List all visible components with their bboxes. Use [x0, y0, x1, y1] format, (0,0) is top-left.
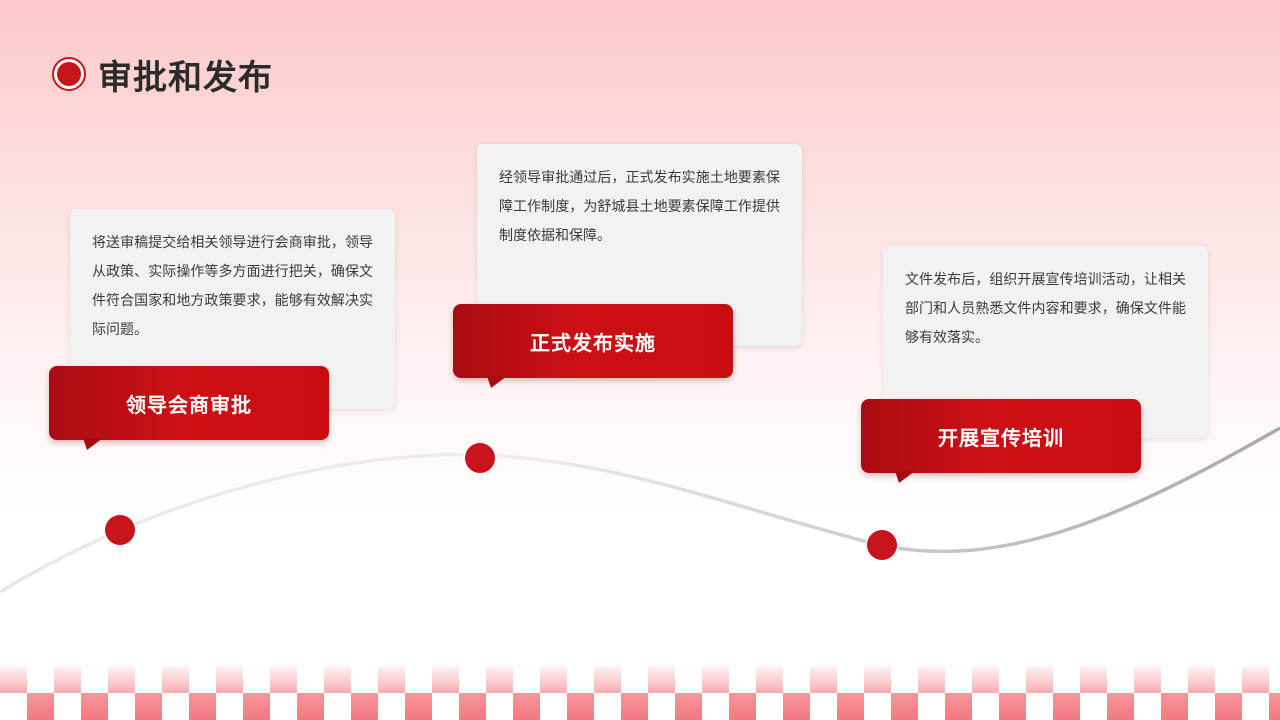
- checker-square: [162, 666, 189, 693]
- checker-square: [108, 666, 135, 693]
- checker-square: [810, 666, 837, 693]
- checker-square: [972, 666, 999, 693]
- checker-square: [297, 693, 324, 720]
- checker-square: [1080, 666, 1107, 693]
- step-1-label-box: 领导会商审批: [49, 366, 329, 450]
- checker-square: [405, 693, 432, 720]
- callout-tail: [895, 471, 915, 483]
- checker-square: [216, 666, 243, 693]
- page-header: 审批和发布: [52, 52, 273, 98]
- checker-square: [459, 693, 486, 720]
- checker-square: [189, 693, 216, 720]
- checker-square: [783, 693, 810, 720]
- checker-square: [945, 693, 972, 720]
- checker-square: [567, 693, 594, 720]
- step-3-description: 文件发布后，组织开展宣传培训活动，让相关部门和人员熟悉文件内容和要求，确保文件能…: [905, 272, 1186, 346]
- checker-square: [891, 693, 918, 720]
- step-2-label: 正式发布实施: [530, 330, 656, 355]
- checker-square: [378, 666, 405, 693]
- checker-square: [1134, 666, 1161, 693]
- checker-square: [0, 666, 27, 693]
- checker-square: [486, 666, 513, 693]
- checker-square: [270, 666, 297, 693]
- step-3-dot: [867, 530, 897, 560]
- page-title: 审批和发布: [98, 57, 273, 98]
- step-2-label-box: 正式发布实施: [453, 304, 733, 388]
- checker-square: [594, 666, 621, 693]
- checker-square: [27, 693, 54, 720]
- checker-square: [135, 693, 162, 720]
- checker-square: [540, 666, 567, 693]
- callout-tail: [83, 438, 103, 450]
- checker-square: [1188, 666, 1215, 693]
- checker-square: [1242, 666, 1269, 693]
- checker-square: [324, 666, 351, 693]
- checker-square: [243, 693, 270, 720]
- checker-square: [621, 693, 648, 720]
- checker-square: [1107, 693, 1134, 720]
- checkered-footer-pattern: [0, 666, 1280, 720]
- checker-square: [351, 693, 378, 720]
- step-1-label: 领导会商审批: [126, 392, 252, 417]
- checker-square: [702, 666, 729, 693]
- checker-square: [756, 666, 783, 693]
- step-2-description: 经领导审批通过后，正式发布实施土地要素保障工作制度，为舒城县土地要素保障工作提供…: [499, 170, 780, 244]
- checker-square: [837, 693, 864, 720]
- checker-square: [81, 693, 108, 720]
- checker-square: [54, 666, 81, 693]
- step-3-label-box: 开展宣传培训: [861, 399, 1141, 483]
- callout-tail: [487, 376, 507, 388]
- checker-square: [513, 693, 540, 720]
- checker-square: [729, 693, 756, 720]
- step-1-description: 将送审稿提交给相关领导进行会商审批，领导从政策、实际操作等多方面进行把关，确保文…: [92, 235, 373, 338]
- step-2-dot: [465, 443, 495, 473]
- step-1-dot: [105, 515, 135, 545]
- checker-square: [1215, 693, 1242, 720]
- checker-square: [864, 666, 891, 693]
- checker-square: [1026, 666, 1053, 693]
- checker-square: [432, 666, 459, 693]
- step-3-label: 开展宣传培训: [938, 425, 1064, 450]
- checker-square: [1053, 693, 1080, 720]
- title-circle-icon: [52, 57, 86, 91]
- checker-square: [1269, 693, 1280, 720]
- checker-square: [918, 666, 945, 693]
- checker-square: [1161, 693, 1188, 720]
- checker-square: [648, 666, 675, 693]
- checker-square: [675, 693, 702, 720]
- checker-square: [999, 693, 1026, 720]
